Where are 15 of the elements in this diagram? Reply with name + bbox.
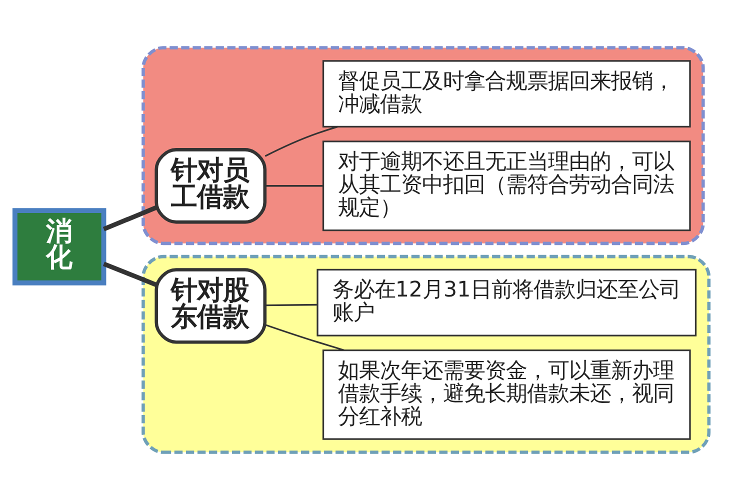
node-box: 消化 xyxy=(12,208,106,286)
node-box: 针对员工借款 xyxy=(154,148,267,224)
connector xyxy=(102,262,158,287)
node-box: 如果次年还需要资金，可以重新办理借款手续，避免长期借款未还，视同分红补税 xyxy=(322,349,691,440)
cluster xyxy=(142,254,711,454)
node-box: 针对股东借款 xyxy=(154,268,267,344)
connector xyxy=(264,126,338,157)
connector xyxy=(265,304,317,306)
cluster xyxy=(142,46,705,246)
node-box: 对于逾期不还且无正当理由的，可以从其工资中扣回（需符合劳动合同法规定） xyxy=(322,140,691,232)
node-box: 务必在12月31日前将借款归还至公司账户 xyxy=(316,268,697,336)
connector xyxy=(264,324,344,352)
connector xyxy=(265,185,323,187)
node-box: 督促员工及时拿合规票据回来报销，冲减借款 xyxy=(322,60,691,128)
connector xyxy=(102,205,158,232)
